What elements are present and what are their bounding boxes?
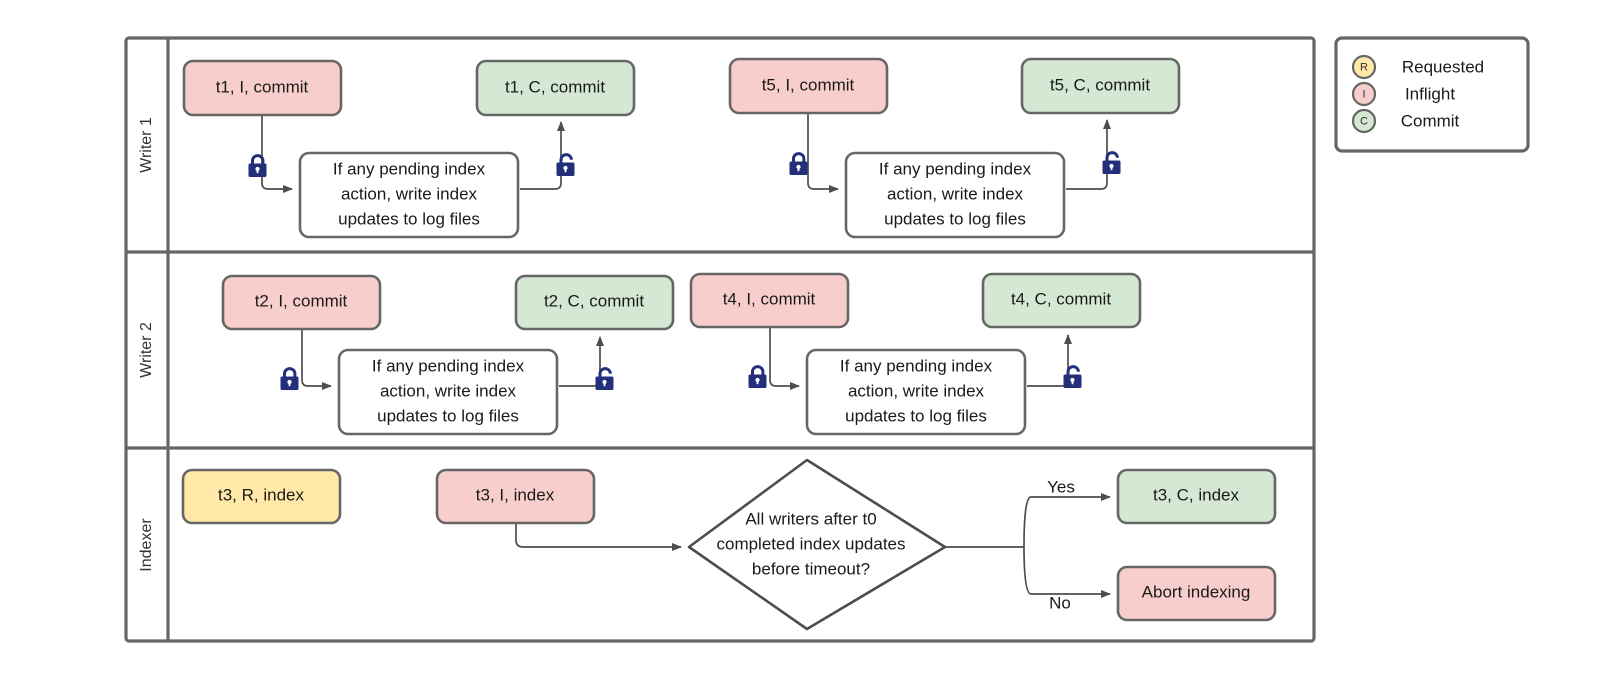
node-label-line-2: completed index updates — [716, 534, 905, 553]
node-label-line-1: If any pending index — [879, 159, 1032, 178]
flow-w1-t1-to-action — [261, 115, 293, 193]
badge-letter: R — [1360, 62, 1368, 74]
node-label-line-3: before timeout? — [752, 559, 870, 578]
node-w2-t4-commit[interactable]: t4, C, commit — [981, 272, 1142, 329]
node-label-line-1: All writers after t0 — [745, 509, 876, 528]
lock-open-icon — [1063, 365, 1082, 388]
flow-ix-no — [1023, 546, 1111, 598]
flow-w2-actionb-to-commit — [1027, 334, 1072, 387]
node-label-line-1: If any pending index — [372, 356, 525, 375]
node-label: t1, C, commit — [505, 77, 605, 96]
flow-w2-t4-to-action — [769, 327, 800, 390]
flow-w1-action-to-commit — [520, 121, 565, 190]
node-w1-t5-inflight[interactable]: t5, I, commit — [728, 57, 889, 115]
node-label-line-3: updates to log files — [884, 209, 1026, 228]
lane-label-writer1: Writer 1 — [138, 117, 155, 173]
flow-ix-yes — [1023, 493, 1111, 548]
legend-label: Requested — [1402, 57, 1484, 76]
node-w2-t4-inflight[interactable]: t4, I, commit — [689, 272, 850, 329]
legend-label: Inflight — [1405, 84, 1455, 103]
node-label: t4, C, commit — [1011, 289, 1111, 308]
lock-closed-icon — [789, 152, 808, 175]
legend-item-requested: R Requested — [1351, 54, 1484, 80]
node-label-line-2: action, write index — [848, 381, 985, 400]
node-w1-t1-inflight[interactable]: t1, I, commit — [182, 59, 343, 117]
node-w2-t2-commit[interactable]: t2, C, commit — [514, 274, 675, 331]
lock-closed-icon — [280, 367, 299, 390]
lane-label-writer2: Writer 2 — [138, 322, 155, 378]
node-label-line-1: If any pending index — [333, 159, 486, 178]
node-label: t5, C, commit — [1050, 75, 1150, 94]
edge-label-no: No — [1049, 593, 1071, 612]
lane-label-indexer: Indexer — [138, 518, 155, 572]
node-w1-action-a[interactable]: If any pending index action, write index… — [298, 151, 520, 239]
node-w1-t1-commit[interactable]: t1, C, commit — [475, 59, 636, 117]
legend-item-commit: C Commit — [1351, 108, 1460, 134]
legend-item-inflight: I Inflight — [1351, 81, 1455, 107]
flow-w1-actionb-to-commit — [1066, 119, 1111, 190]
node-label: t2, I, commit — [255, 291, 348, 310]
node-ix-abort[interactable]: Abort indexing — [1116, 565, 1277, 622]
node-label-line-1: If any pending index — [840, 356, 993, 375]
node-label-line-2: action, write index — [380, 381, 517, 400]
node-label: t1, I, commit — [216, 77, 309, 96]
lane-label-text: Writer 1 — [138, 117, 155, 173]
badge-commit-icon — [1351, 108, 1377, 134]
lane-label-text: Writer 2 — [138, 322, 155, 378]
node-w1-t5-commit[interactable]: t5, C, commit — [1020, 57, 1181, 115]
legend-panel: R Requested I Inflight C Commit — [1334, 36, 1530, 153]
node-label: t3, I, index — [476, 485, 555, 504]
node-label-line-2: action, write index — [887, 184, 1024, 203]
lock-closed-icon — [748, 365, 767, 388]
pool-frame — [124, 36, 1316, 643]
badge-inflight-icon — [1351, 81, 1377, 107]
flow-w1-t5-to-action — [807, 113, 839, 193]
badge-letter: C — [1360, 116, 1368, 128]
lock-open-icon — [1102, 151, 1121, 174]
edge-label-yes: Yes — [1047, 477, 1075, 496]
lock-open-icon — [595, 367, 614, 390]
node-ix-t3-commit[interactable]: t3, C, index — [1116, 468, 1277, 525]
badge-letter: I — [1362, 89, 1365, 101]
node-label: t2, C, commit — [544, 291, 644, 310]
node-w2-action-a[interactable]: If any pending index action, write index… — [337, 348, 559, 436]
node-w2-t2-inflight[interactable]: t2, I, commit — [221, 274, 382, 331]
node-label: t3, R, index — [218, 485, 304, 504]
node-ix-decision[interactable]: All writers after t0 completed index upd… — [687, 458, 947, 631]
node-label: t5, I, commit — [762, 75, 855, 94]
legend-label: Commit — [1401, 111, 1460, 130]
lock-closed-icon — [248, 154, 267, 177]
node-w1-action-b[interactable]: If any pending index action, write index… — [844, 151, 1066, 239]
lane-label-text: Indexer — [138, 518, 155, 572]
node-label: t3, C, index — [1153, 485, 1239, 504]
node-label-line-3: updates to log files — [338, 209, 480, 228]
node-ix-t3-requested[interactable]: t3, R, index — [181, 468, 342, 525]
node-label-line-3: updates to log files — [377, 406, 519, 425]
lock-open-icon — [556, 153, 575, 176]
flow-ix-inflight-to-decision — [515, 523, 682, 551]
node-w2-action-b[interactable]: If any pending index action, write index… — [805, 348, 1027, 436]
node-label-line-3: updates to log files — [845, 406, 987, 425]
flow-w2-action-to-commit — [559, 336, 604, 387]
node-label: Abort indexing — [1142, 582, 1251, 601]
node-label-line-2: action, write index — [341, 184, 478, 203]
badge-requested-icon — [1351, 54, 1377, 80]
flow-w2-t2-to-action — [301, 329, 332, 390]
node-label: t4, I, commit — [723, 289, 816, 308]
node-ix-t3-inflight[interactable]: t3, I, index — [435, 468, 596, 525]
